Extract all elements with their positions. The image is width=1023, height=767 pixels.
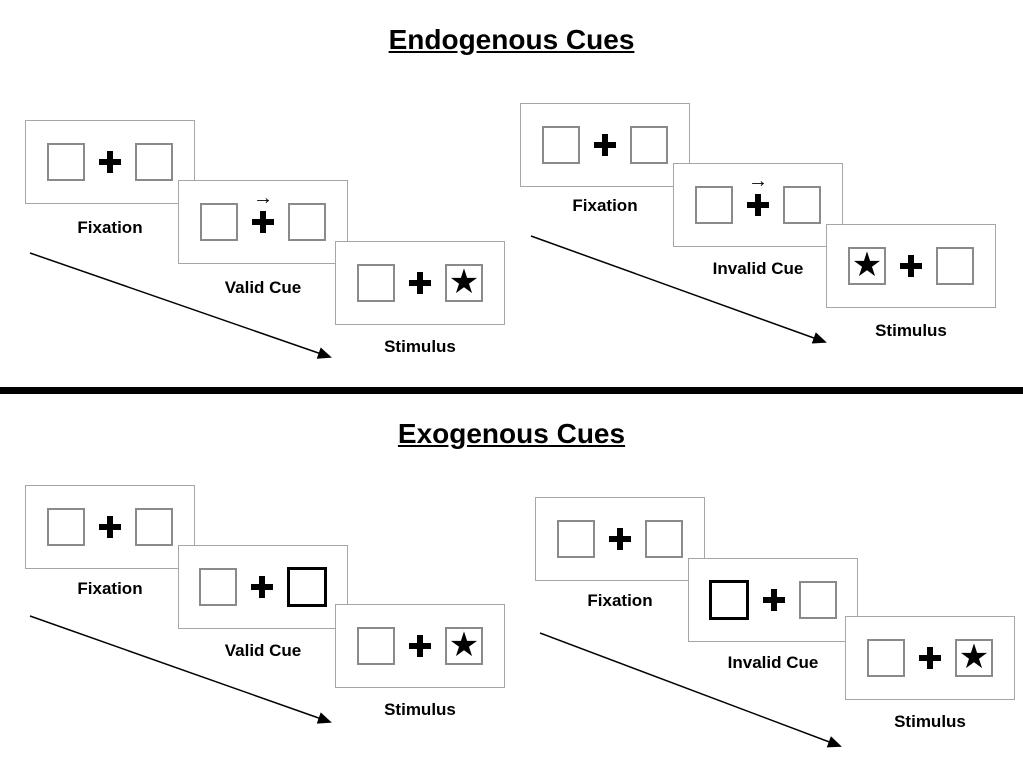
exogenous-valid-stimulus-panel: ★ — [335, 604, 505, 688]
cue-label: Invalid Cue — [712, 259, 804, 278]
right-box — [799, 581, 837, 619]
exogenous-title: Exogenous Cues — [397, 418, 626, 449]
left-box — [695, 186, 733, 224]
highlighted-left-box — [709, 580, 749, 620]
star-icon: ★ — [958, 637, 990, 676]
right-box — [936, 247, 974, 285]
right-box — [630, 126, 668, 164]
endogenous-invalid-fixation-panel — [520, 103, 690, 187]
timeline-arrow — [29, 615, 332, 724]
right-box — [645, 520, 683, 558]
endogenous-valid-cue-panel: → — [178, 180, 348, 264]
plus-icon — [409, 272, 431, 294]
section-divider — [0, 387, 1023, 394]
left-box — [357, 264, 395, 302]
endogenous-valid-fixation-panel — [25, 120, 195, 204]
cue-arrow-icon: → — [253, 187, 273, 209]
endogenous-title: Endogenous Cues — [388, 24, 635, 55]
left-box — [199, 568, 237, 606]
highlighted-right-box — [287, 567, 327, 607]
cue-label: Invalid Cue — [727, 653, 819, 672]
exogenous-invalid-cue-panel — [688, 558, 858, 642]
left-box — [200, 203, 238, 241]
plus-icon — [763, 589, 785, 611]
fixation-label: Fixation — [77, 579, 143, 598]
left-box: ★ — [848, 247, 886, 285]
endogenous-valid-stimulus-panel: ★ — [335, 241, 505, 325]
left-box — [557, 520, 595, 558]
plus-icon — [594, 134, 616, 156]
plus-icon — [251, 576, 273, 598]
cued-fixation-cross: → — [747, 171, 769, 216]
right-box: ★ — [445, 627, 483, 665]
left-box — [542, 126, 580, 164]
exogenous-valid-fixation-panel — [25, 485, 195, 569]
endogenous-invalid-stimulus-panel: ★ — [826, 224, 996, 308]
timeline-arrow — [29, 252, 332, 359]
left-box — [47, 143, 85, 181]
plus-icon — [900, 255, 922, 277]
right-box — [135, 143, 173, 181]
plus-icon — [252, 211, 274, 233]
fixation-label: Fixation — [572, 196, 638, 215]
stimulus-label: Stimulus — [894, 712, 966, 731]
star-icon: ★ — [851, 245, 883, 284]
timeline-arrow — [530, 235, 827, 344]
star-icon: ★ — [448, 262, 480, 301]
right-box: ★ — [445, 264, 483, 302]
plus-icon — [99, 151, 121, 173]
plus-icon — [747, 194, 769, 216]
exogenous-invalid-stimulus-panel: ★ — [845, 616, 1015, 700]
exogenous-invalid-fixation-panel — [535, 497, 705, 581]
right-box — [135, 508, 173, 546]
plus-icon — [409, 635, 431, 657]
endogenous-invalid-cue-panel: → — [673, 163, 843, 247]
right-box: ★ — [955, 639, 993, 677]
fixation-label: Fixation — [587, 591, 653, 610]
fixation-label: Fixation — [77, 218, 143, 237]
stimulus-label: Stimulus — [384, 337, 456, 356]
cue-label: Valid Cue — [224, 641, 302, 660]
stimulus-label: Stimulus — [384, 700, 456, 719]
plus-icon — [919, 647, 941, 669]
stimulus-label: Stimulus — [875, 321, 947, 340]
left-box — [867, 639, 905, 677]
cue-arrow-icon: → — [748, 170, 768, 192]
right-box — [783, 186, 821, 224]
timeline-arrow — [539, 632, 842, 748]
plus-icon — [609, 528, 631, 550]
right-box — [288, 203, 326, 241]
left-box — [357, 627, 395, 665]
plus-icon — [99, 516, 121, 538]
cue-label: Valid Cue — [224, 278, 302, 297]
star-icon: ★ — [448, 625, 480, 664]
cued-fixation-cross: → — [252, 188, 274, 233]
exogenous-valid-cue-panel — [178, 545, 348, 629]
left-box — [47, 508, 85, 546]
